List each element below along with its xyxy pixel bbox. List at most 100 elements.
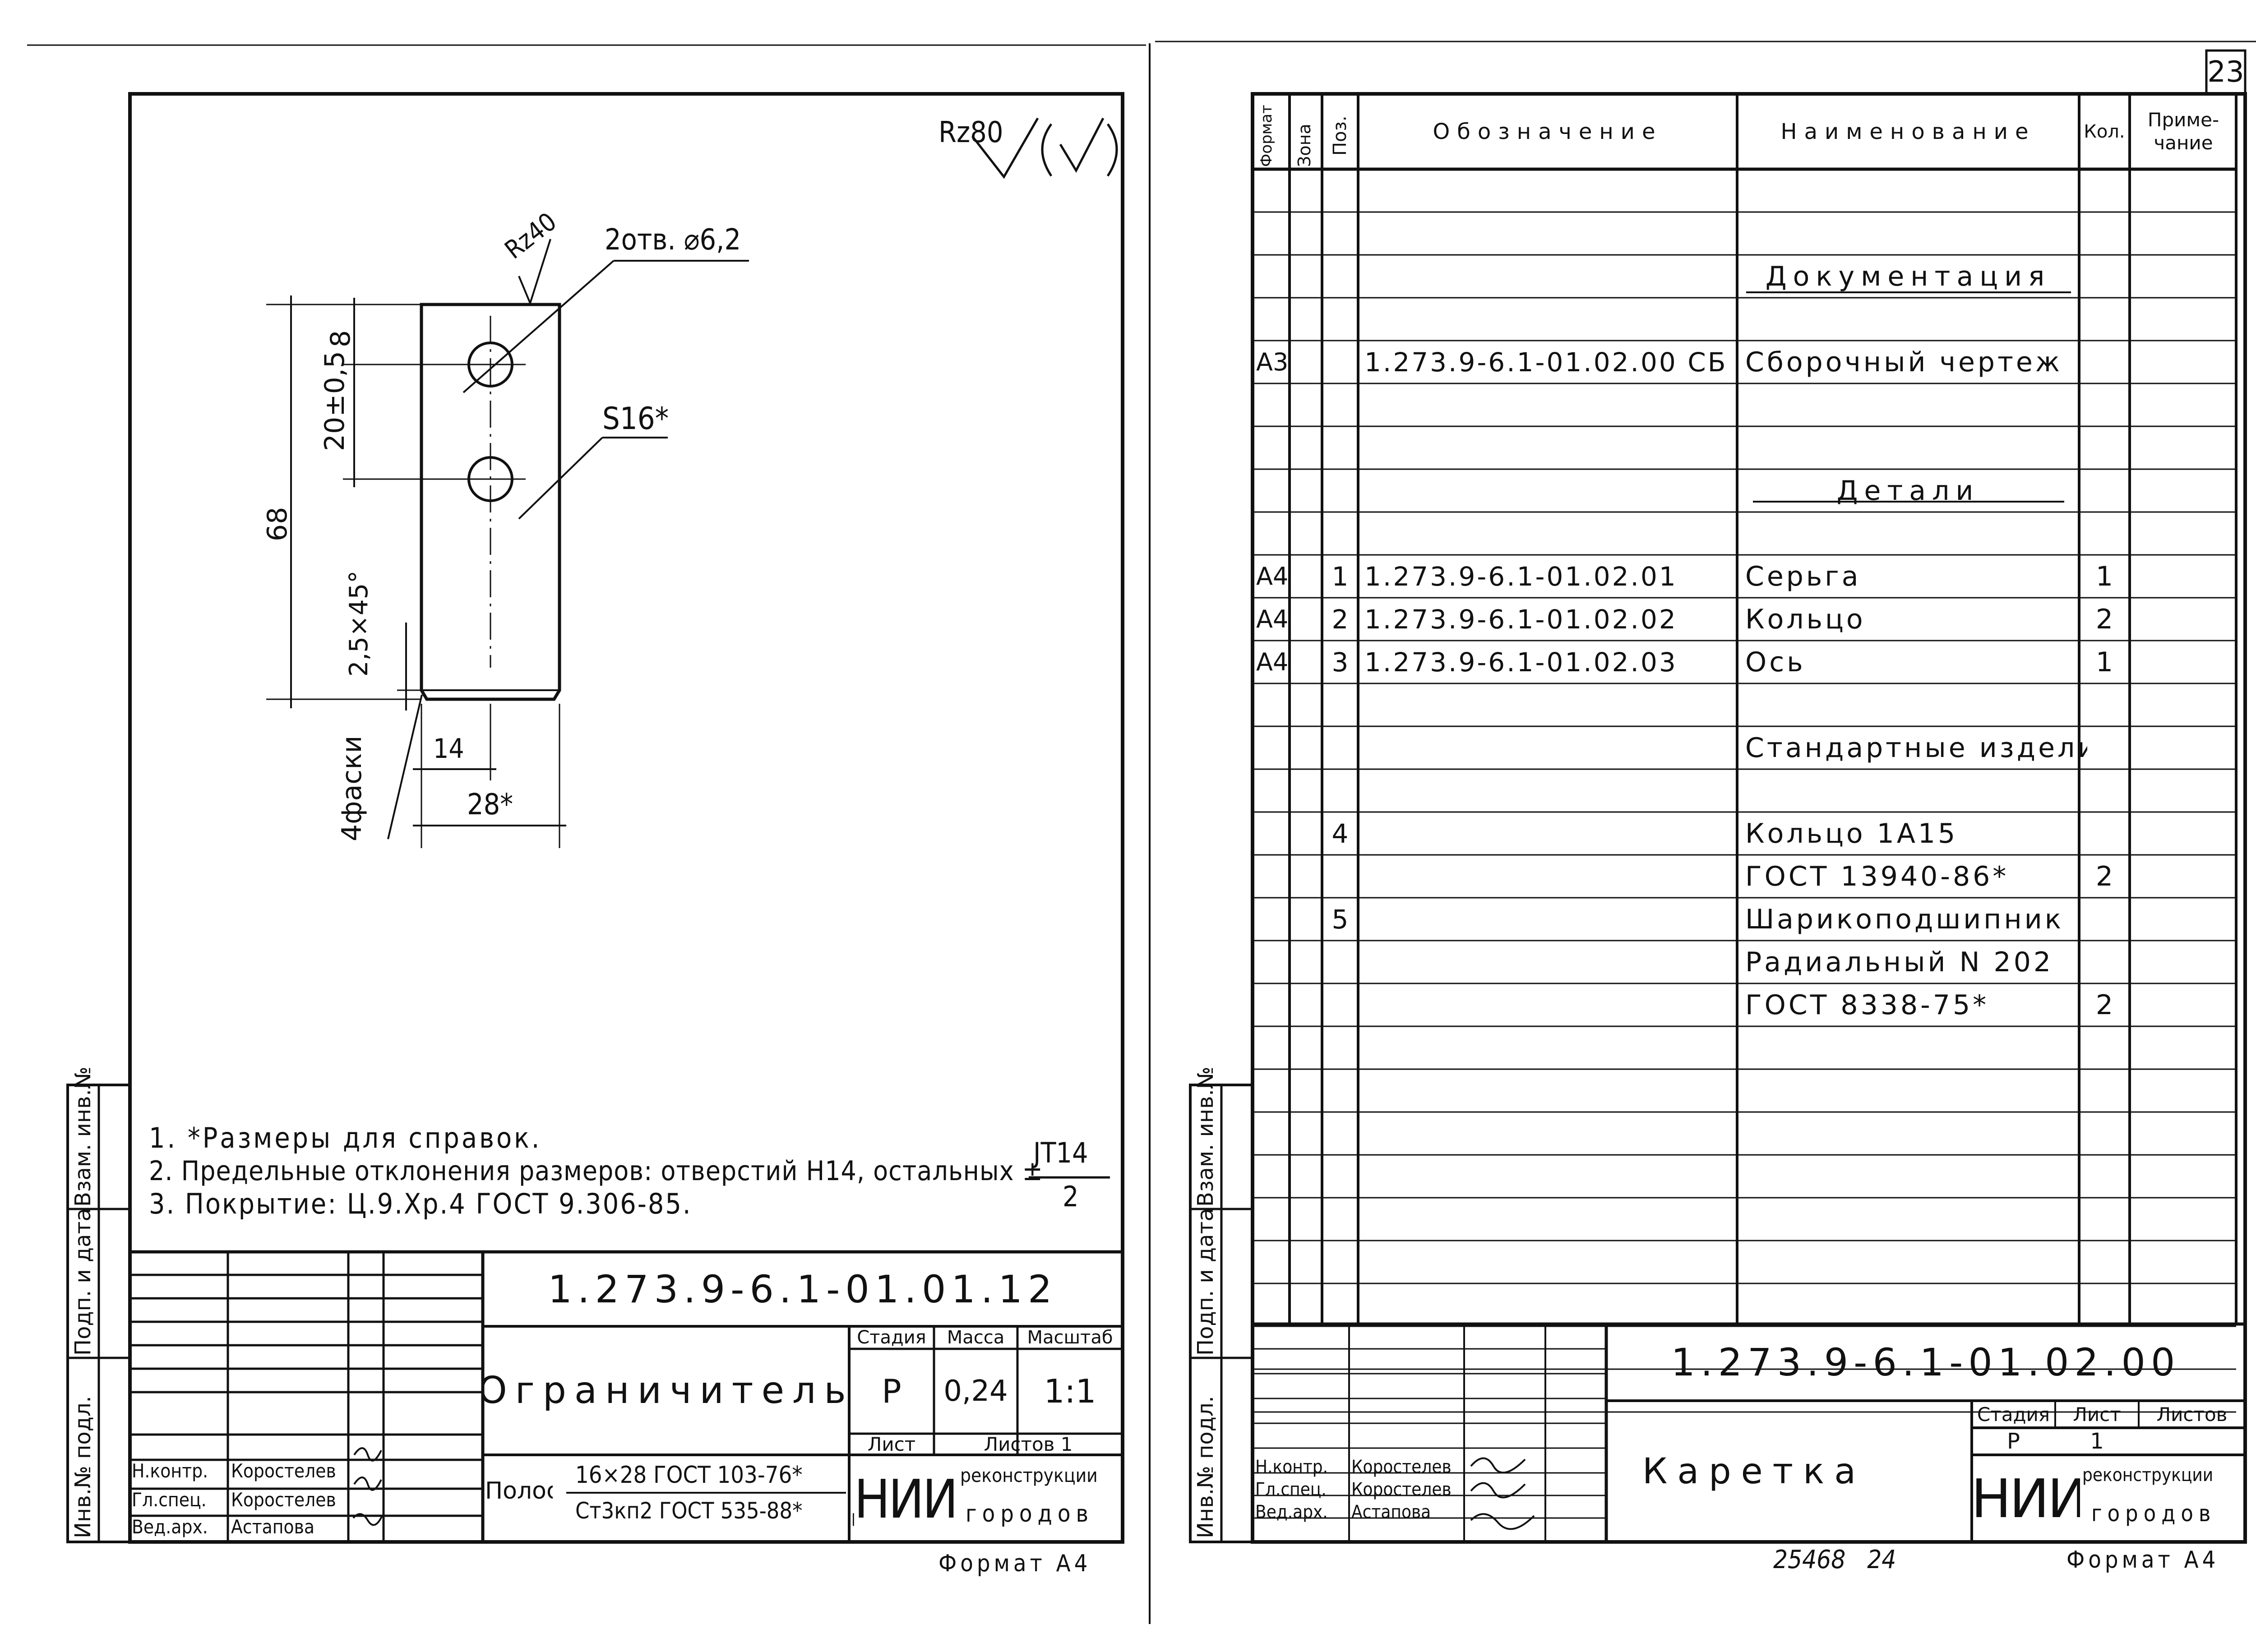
spec-cell-pos: [1322, 1157, 1358, 1196]
left-signatures: [352, 1447, 383, 1526]
left-signer-role-1: Н.контр.: [132, 1460, 208, 1482]
spec-cell-pos: [1322, 1242, 1358, 1282]
spec-cell-qty: [2079, 1157, 2130, 1196]
roughness-main-label: Rz80: [938, 116, 1003, 149]
spec-cell-format: [1253, 900, 1293, 939]
spec-cell-designation: [1358, 214, 1743, 253]
spec-cell-pos: 4: [1331, 818, 1349, 849]
spec-cell-designation: [1358, 1114, 1743, 1153]
left-material-divider: [566, 1492, 846, 1494]
spec-cell-format: [1253, 214, 1293, 253]
spec-cell-name: Радиальный N 202: [1745, 946, 2054, 978]
spec-cell-pos: [1322, 771, 1358, 810]
left-val-scale: 1:1: [1044, 1372, 1096, 1410]
spec-cell-pos: [1322, 471, 1358, 510]
right-signer-name-2: Коростелев: [1351, 1479, 1452, 1500]
spec-cell-format: [1253, 514, 1293, 553]
spec-cell-name: [1737, 771, 2087, 810]
spec-cell-format: [1253, 1328, 1293, 1367]
spec-cell-pos: [1322, 257, 1358, 296]
spec-cell-designation: [1358, 814, 1743, 853]
spec-cell-format: [1253, 1200, 1293, 1239]
left-side-label-3: Взам. инв.№: [70, 1066, 96, 1207]
spec-cell-name: ГОСТ 8338-75*: [1745, 989, 1989, 1021]
page-number: 23: [2207, 55, 2244, 89]
spec-cell-name: Шарикоподшипник: [1745, 903, 2064, 935]
spec-cell-format: А4: [1256, 562, 1289, 591]
spec-cell-pos: [1322, 857, 1358, 896]
spec-cell-format: [1253, 385, 1293, 425]
spec-cell-name: ГОСТ 13940-86*: [1745, 860, 2009, 892]
left-val-stage: Р: [882, 1372, 901, 1410]
tolerance-denominator: 2: [1063, 1180, 1079, 1213]
spec-cell-name: [1737, 1071, 2087, 1110]
spec-cell-designation: [1358, 685, 1743, 724]
spec-cell-qty: [2079, 1200, 2130, 1239]
spec-cell-format: [1253, 171, 1293, 210]
right-org-line2: городов: [2091, 1500, 2216, 1527]
spec-cell-pos: [1322, 985, 1358, 1024]
right-hdr-stage: Стадия: [1977, 1403, 2050, 1426]
spec-cell-pos: [1322, 1200, 1358, 1239]
left-signer-role-2: Гл.спец.: [132, 1489, 207, 1511]
spec-cell-designation: 1.273.9-6.1-01.02.02: [1364, 604, 1678, 635]
spec-cell-designation: [1358, 171, 1743, 210]
spec-cell-pos: [1322, 1371, 1358, 1410]
spec-cell-name: Документация: [1765, 260, 2051, 292]
spec-cell-qty: [2079, 728, 2130, 767]
spec-cell-qty: [2079, 685, 2130, 724]
spec-cell-format: [1253, 300, 1293, 339]
right-signer-name-1: Коростелев: [1351, 1457, 1452, 1477]
left-material-bottom: Ст3кп2 ГОСТ 535-88*: [575, 1498, 803, 1524]
spec-cell-pos: [1322, 1028, 1358, 1067]
spec-cell-qty: [2079, 471, 2130, 510]
left-signer-role-3: Вед.арх.: [132, 1516, 208, 1538]
spec-cell-pos: [1322, 385, 1358, 425]
spec-cell-designation: [1358, 1028, 1743, 1067]
left-hdr-sheet: Лист: [867, 1434, 916, 1455]
spec-cell-format: [1253, 1371, 1293, 1410]
dim-width: 28*: [467, 788, 513, 821]
dim-total-length: 68: [262, 507, 293, 541]
hdr-designation: Обозначение: [1433, 119, 1663, 144]
left-hdr-sheets: Листов 1: [984, 1434, 1073, 1455]
note-2: 2. Предельные отклонения размеров: отвер…: [149, 1155, 1043, 1187]
spec-cell-name: Ось: [1745, 646, 1806, 678]
right-signer-role-2: Гл.спец.: [1255, 1479, 1327, 1500]
spec-cell-qty: [2079, 342, 2130, 382]
spec-cell-pos: [1322, 685, 1358, 724]
spec-cell-designation: [1358, 1242, 1743, 1282]
spec-cell-designation: [1358, 1071, 1743, 1110]
spec-cell-qty: [2079, 814, 2130, 853]
spec-cell-qty: [2079, 385, 2130, 425]
spec-cell-name: [1737, 1242, 2087, 1282]
spec-cell-pos: [1322, 1328, 1358, 1367]
dim-chamfer: 2,5×45°: [344, 570, 374, 677]
left-designation: 1.273.9-6.1-01.01.12: [548, 1267, 1058, 1311]
spec-cell-designation: 1.273.9-6.1-01.02.00 СБ: [1364, 346, 1728, 378]
left-signer-name-2: Коростелев: [231, 1489, 336, 1511]
spec-cell-designation: [1358, 428, 1743, 467]
spec-cell-designation: [1358, 257, 1743, 296]
spec-cell-name: [1737, 385, 2087, 425]
spec-cell-pos: [1322, 1071, 1358, 1110]
spec-cell-designation: [1358, 857, 1743, 896]
left-format-label: Формат А4: [938, 1550, 1091, 1577]
spec-cell-format: [1253, 1285, 1293, 1324]
spec-cell-designation: 1.273.9-6.1-01.02.01: [1364, 561, 1678, 592]
spec-cell-format: [1253, 471, 1293, 510]
spec-cell-name: [1737, 300, 2087, 339]
right-format-label: Формат А4: [2066, 1546, 2219, 1574]
hdr-format: Формат: [1257, 105, 1276, 167]
left-org-logo: ЦНИИП: [853, 1467, 957, 1530]
spec-cell-name: Детали: [1836, 475, 1980, 507]
spec-cell-qty: 1: [2095, 646, 2113, 678]
spec-cell-designation: [1358, 1157, 1743, 1196]
right-side-label-3: Взам. инв.№: [1193, 1066, 1218, 1207]
left-signer-name-3: Астапова: [231, 1516, 315, 1538]
tolerance-numerator: JT14: [1033, 1136, 1088, 1169]
spec-cell-pos: [1322, 300, 1358, 339]
spec-cell-format: [1253, 428, 1293, 467]
left-side-label-2: Подп. и дата: [70, 1208, 96, 1356]
